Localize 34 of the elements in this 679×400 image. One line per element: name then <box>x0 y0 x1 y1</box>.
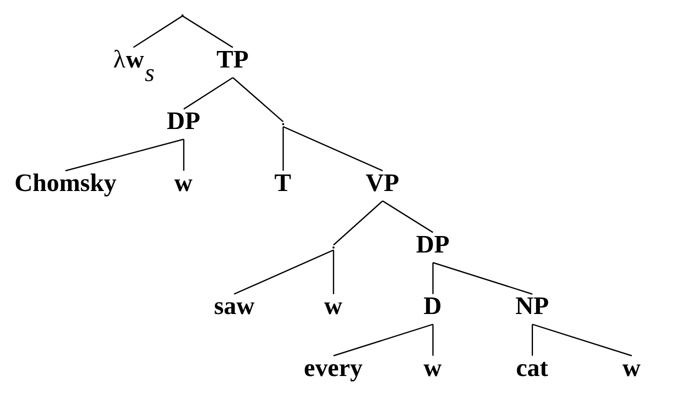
connector <box>532 323 632 356</box>
connector <box>532 324 533 356</box>
connector <box>234 248 334 294</box>
node-text: w <box>174 169 192 196</box>
node-text: DP <box>166 108 200 135</box>
node-text: saw <box>214 292 255 320</box>
connector <box>232 76 284 122</box>
node-text: Chomsky <box>14 169 117 196</box>
connector <box>183 76 234 110</box>
node-text: every <box>304 354 363 382</box>
node-point <box>282 122 284 125</box>
connector <box>333 323 434 356</box>
node-text: NP <box>515 292 549 320</box>
node-text: w <box>324 292 342 320</box>
node-text: TP <box>216 46 249 74</box>
connector <box>432 262 533 294</box>
node-text: VP <box>366 169 400 196</box>
node-point <box>181 14 184 16</box>
connector <box>183 138 184 170</box>
node-text: cat <box>516 354 548 382</box>
connector <box>333 200 384 245</box>
node-text: T <box>274 169 292 196</box>
connector <box>432 262 434 294</box>
connector <box>382 200 434 232</box>
connector <box>65 138 184 171</box>
connector <box>282 126 284 170</box>
node-text: w <box>622 354 641 382</box>
node-point <box>332 246 335 248</box>
node-text: w <box>424 354 442 382</box>
connector <box>332 250 334 294</box>
connector <box>282 126 383 171</box>
node-text: D <box>424 292 442 320</box>
connector <box>432 324 434 356</box>
node-text: DP <box>416 231 450 258</box>
